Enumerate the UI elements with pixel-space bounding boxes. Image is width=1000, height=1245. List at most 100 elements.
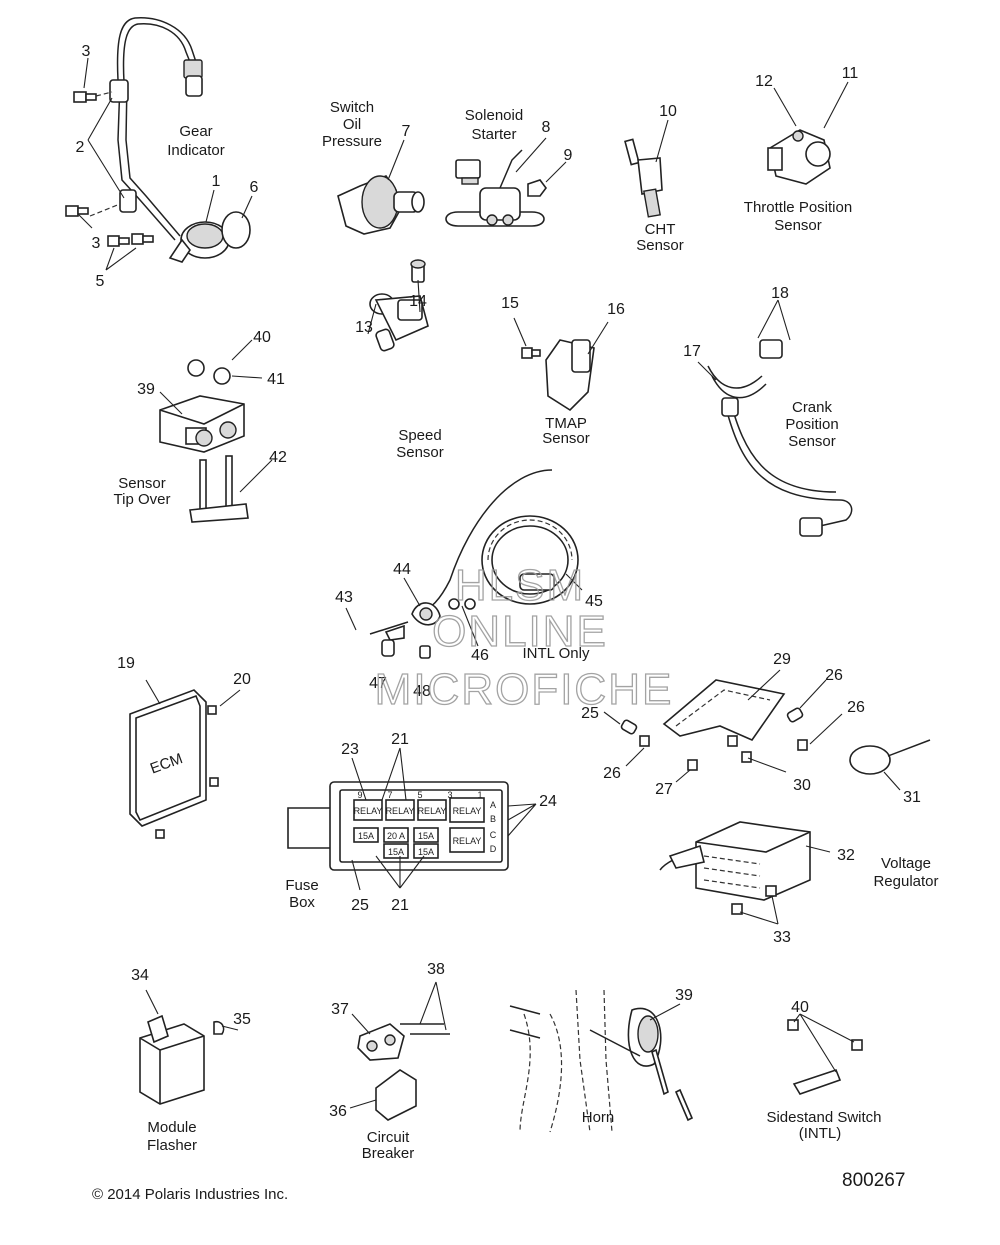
label-horn: Horn	[582, 1109, 615, 1126]
speed-sensor	[367, 259, 429, 352]
label-solenoid-starter: Solenoid	[465, 107, 523, 124]
switch-oil-pressure	[337, 139, 425, 235]
column-number: 5	[417, 790, 422, 800]
watermark-line: HLSM	[455, 561, 585, 610]
callout-number: 29	[773, 651, 791, 668]
label-switch-oil-pressure: Oil	[343, 116, 361, 133]
relay-label: RELAY	[453, 836, 482, 846]
callout-number: 17	[683, 343, 701, 360]
callout-number: 37	[331, 1001, 349, 1018]
label-tmap-sensor: TMAP	[545, 415, 587, 432]
callout-number: 8	[542, 119, 551, 136]
part-labels: Gear Indicator Switch Oil Pressure Solen…	[114, 99, 939, 1162]
callout-number: 5	[96, 273, 105, 290]
bolt-icon	[73, 91, 97, 103]
label-fuse-box: Box	[289, 894, 315, 911]
label-circuit-breaker: Breaker	[362, 1145, 415, 1162]
callout-number: 15	[501, 295, 519, 312]
callout-number: 24	[539, 793, 557, 810]
callout-number: 26	[603, 765, 621, 782]
gear-indicator-assembly	[65, 17, 253, 271]
label-module-flasher: Module	[147, 1119, 196, 1136]
callout-number: 9	[564, 147, 573, 164]
relay-label: RELAY	[418, 806, 447, 816]
callout-number: 20	[233, 671, 251, 688]
callout-number: 11	[842, 65, 859, 82]
callout-number: 34	[131, 967, 149, 984]
label-module-flasher: Flasher	[147, 1137, 197, 1154]
voltage-regulator	[659, 821, 831, 925]
callout-numbers: 3 2 3 5 1 6 7 8 9 10 11 12 13 14 15 16 1…	[76, 43, 921, 1120]
callout-number: 45	[585, 593, 603, 610]
callout-number: 2	[76, 139, 85, 156]
callout-number: 35	[233, 1011, 251, 1028]
callout-number: 42	[269, 449, 287, 466]
cable-tie	[849, 739, 931, 791]
callout-number: 39	[675, 987, 693, 1004]
watermark-line: ONLINE	[432, 607, 608, 656]
crank-position-sensor	[697, 299, 853, 537]
callout-number: 18	[771, 285, 789, 302]
callout-number: 27	[655, 781, 673, 798]
label-switch-oil-pressure: Switch	[330, 99, 374, 116]
callout-number: 43	[335, 589, 353, 606]
callout-number: 16	[607, 301, 625, 318]
row-letter: B	[490, 814, 496, 824]
label-voltage-regulator: Regulator	[873, 873, 938, 890]
screw-icon	[639, 735, 808, 771]
throttle-position-sensor	[767, 81, 849, 185]
relay-label: RELAY	[386, 806, 415, 816]
ecm: ECM	[129, 679, 241, 839]
label-cht-sensor: CHT	[645, 221, 676, 238]
label-circuit-breaker: Circuit	[367, 1129, 410, 1146]
callout-number: 31	[903, 789, 921, 806]
fuse-rating: 15A	[418, 831, 434, 841]
label-sensor-tip-over: Sensor	[118, 475, 166, 492]
callout-number: 44	[393, 561, 411, 578]
callout-number: 10	[659, 103, 677, 120]
solenoid-starter	[445, 137, 567, 227]
horn	[509, 989, 694, 1133]
callout-number: 3	[82, 43, 91, 60]
callout-number: 40	[791, 999, 809, 1016]
label-crank-position-sensor: Sensor	[788, 433, 836, 450]
label-sidestand-switch: Sidestand Switch	[766, 1109, 881, 1126]
label-speed-sensor: Speed	[398, 427, 441, 444]
screw-icon	[731, 885, 777, 915]
label-gear-indicator: Indicator	[167, 142, 225, 159]
row-letter: D	[490, 844, 497, 854]
sensor-tip-over	[159, 339, 273, 523]
callout-number: 21	[391, 731, 409, 748]
callout-number: 47	[369, 675, 387, 692]
intl-only-assembly	[345, 469, 583, 659]
callout-number: 26	[847, 699, 865, 716]
label-switch-oil-pressure: Pressure	[322, 133, 382, 150]
callout-number: 30	[793, 777, 811, 794]
fuse-rating: 15A	[358, 831, 374, 841]
fuse-rating: 20 A	[387, 831, 405, 841]
label-sensor-tip-over: Tip Over	[114, 491, 171, 508]
watermark: HLSM ONLINE MICROFICHE	[374, 560, 672, 714]
fuse-rating: 15A	[388, 847, 404, 857]
fuse-box: RELAY RELAY RELAY RELAY RELAY 15A 20 A 1…	[287, 747, 537, 891]
callout-number: 1	[212, 173, 221, 190]
row-letter: A	[490, 800, 496, 810]
document-number: 800267	[842, 1170, 905, 1191]
callout-number: 33	[773, 929, 791, 946]
column-number: 9	[357, 790, 362, 800]
label-cht-sensor: Sensor	[636, 237, 684, 254]
callout-number: 25	[351, 897, 369, 914]
cht-sensor	[624, 119, 669, 218]
callout-number: 40	[253, 329, 271, 346]
callout-number: 32	[837, 847, 855, 864]
label-intl-only: INTL Only	[523, 645, 590, 662]
column-number: 7	[387, 790, 392, 800]
relay-slots: RELAY RELAY RELAY RELAY RELAY	[353, 797, 485, 853]
row-letter: C	[490, 830, 497, 840]
label-tmap-sensor: Sensor	[542, 430, 590, 447]
callout-number: 26	[825, 667, 843, 684]
circuit-breaker	[349, 981, 450, 1121]
bolt-icon	[65, 205, 89, 217]
callout-number: 48	[413, 683, 431, 700]
